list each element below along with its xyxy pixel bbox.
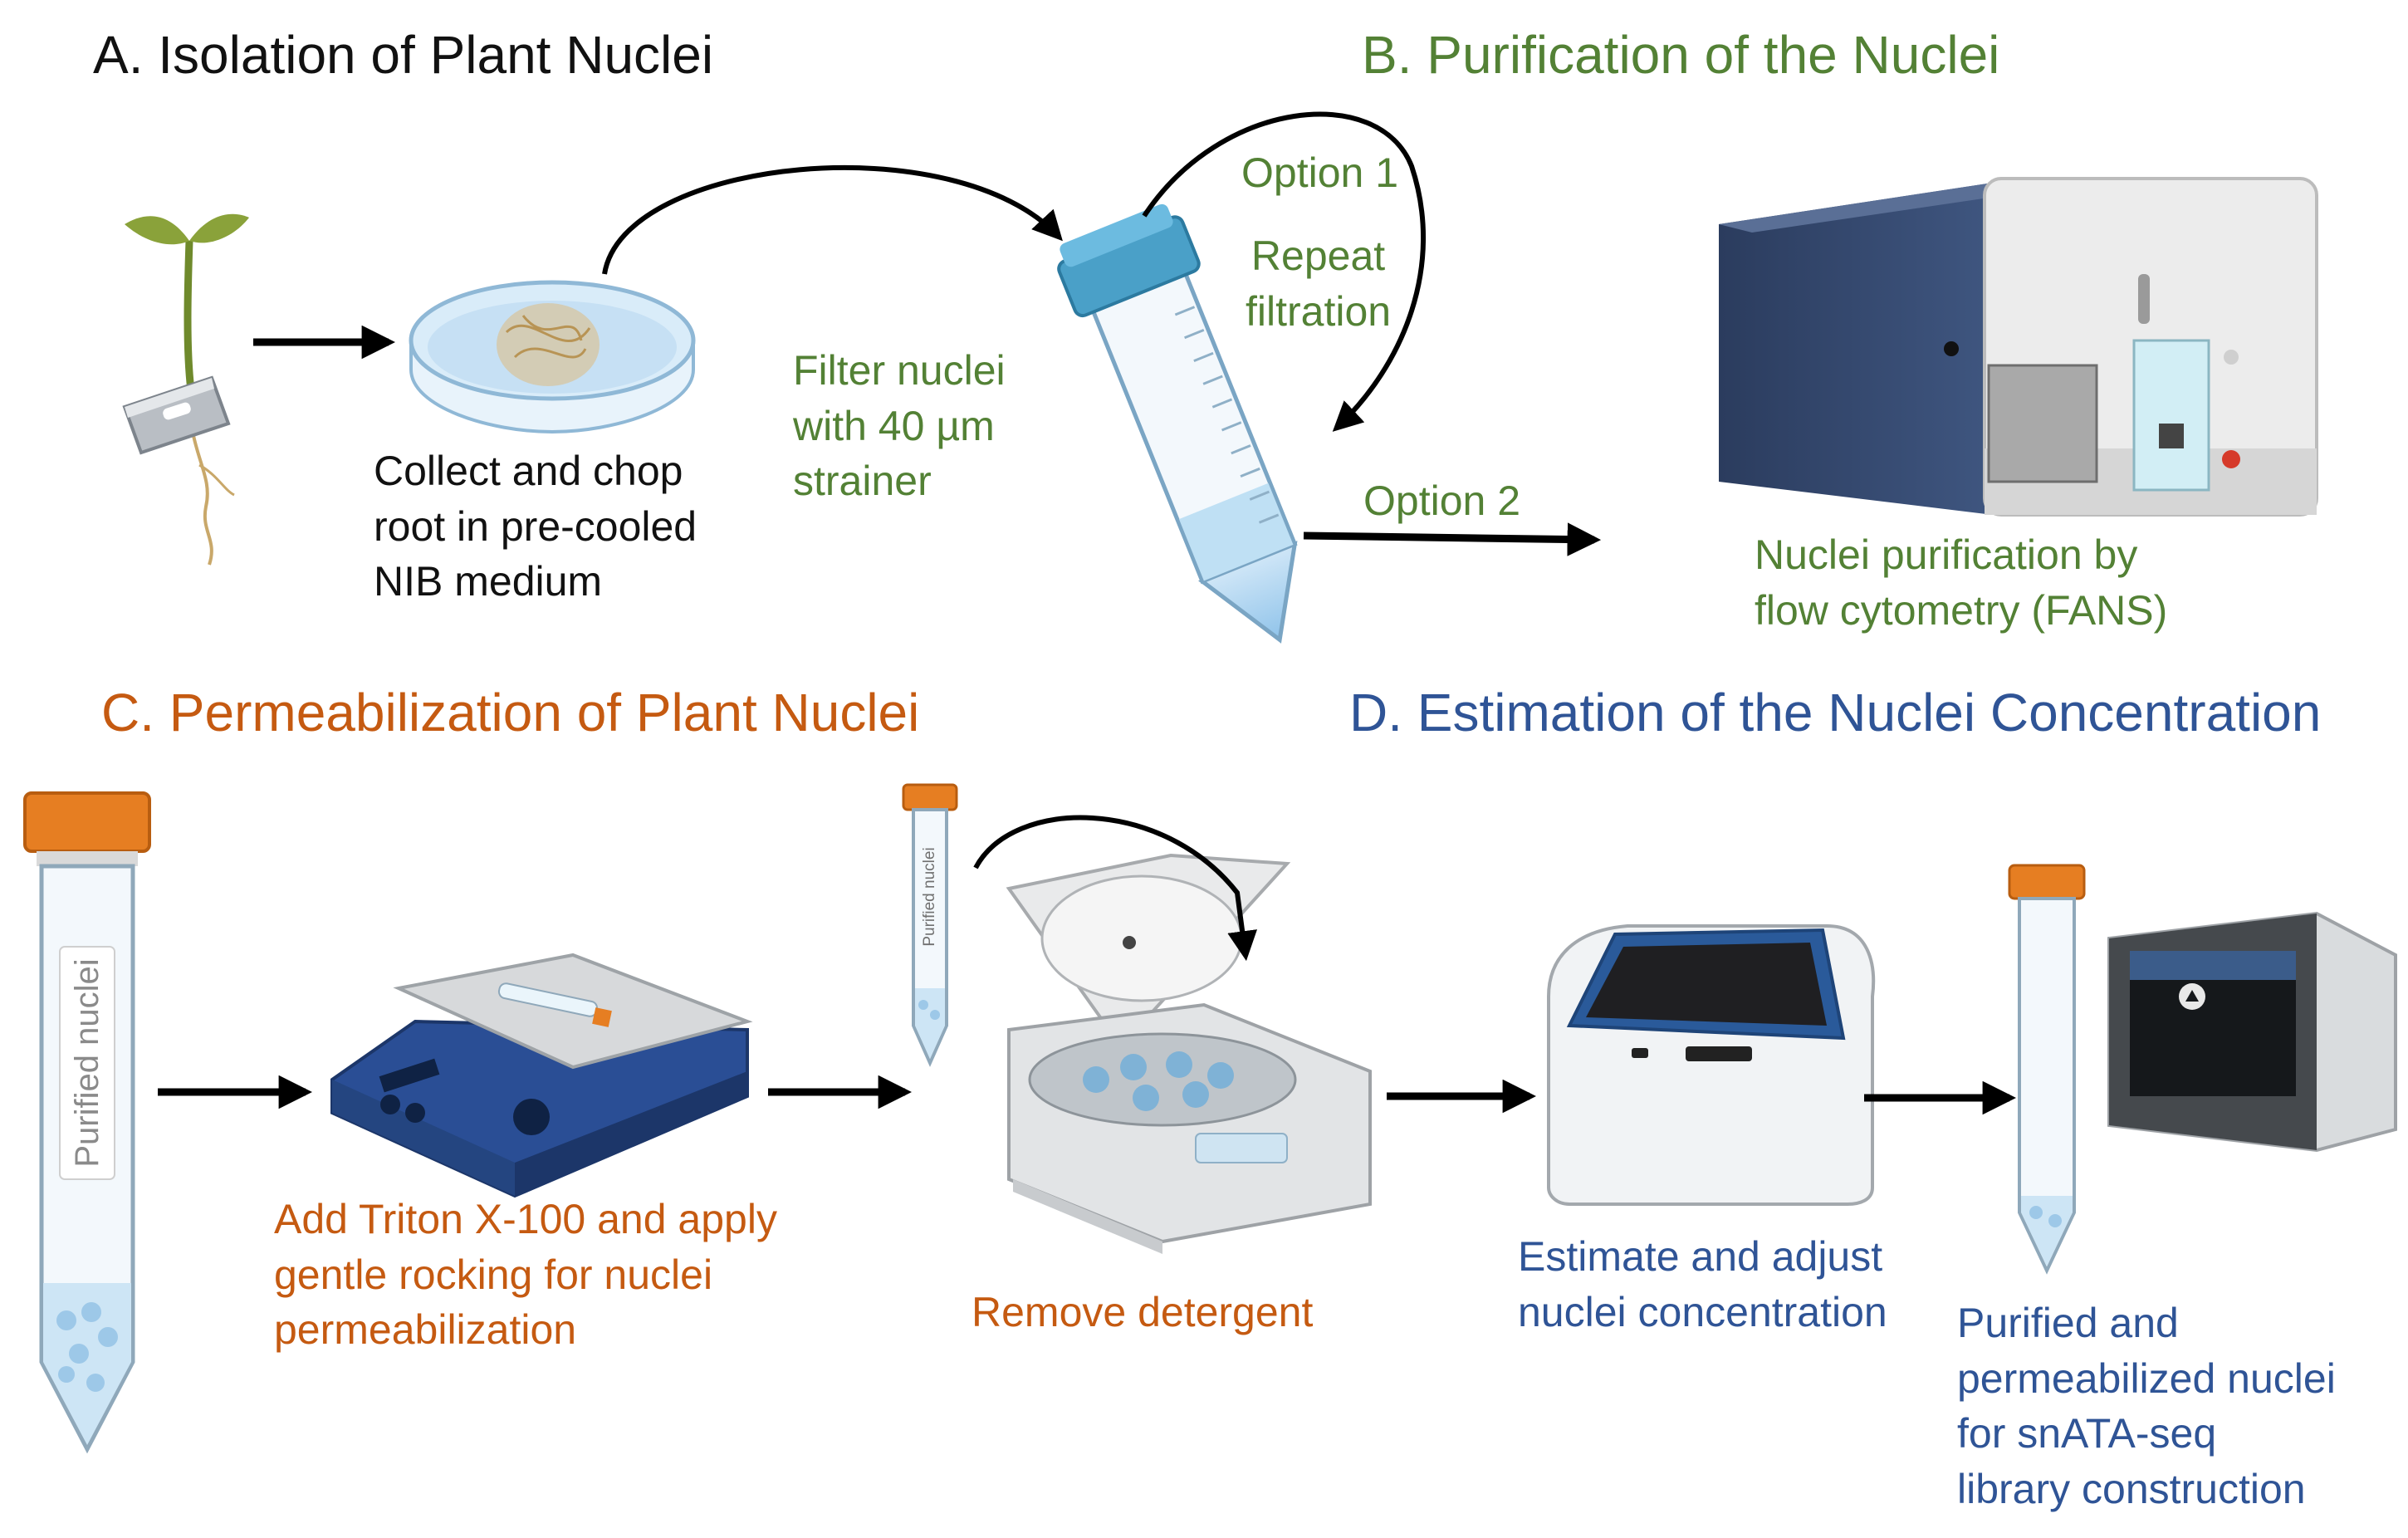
final-tube-icon <box>2008 864 2086 1275</box>
repeat-filtration-text: Repeat filtration <box>1246 233 1392 335</box>
centrifuge-icon <box>1006 853 1372 1254</box>
flow-cytometer-icon <box>1719 177 2318 517</box>
large-tube-label: Purified nuclei <box>69 958 105 1168</box>
option2-label: Option 2 <box>1363 478 1521 524</box>
seedling-icon <box>125 213 249 566</box>
rocker-shaker-icon <box>330 953 753 1198</box>
estimate-text: Estimate and adjust nuclei concentration <box>1518 1233 1887 1335</box>
final-text: Purified and permeabilized nuclei for sn… <box>1957 1300 2336 1512</box>
arrow-option1-loop <box>1142 111 1427 432</box>
small-tube-icon <box>902 783 958 1067</box>
step-chop-text: Collect and chop root in pre-cooled NIB … <box>374 448 697 605</box>
option1-label: Option 1 <box>1241 149 1399 196</box>
triton-text: Add Triton X-100 and apply gentle rockin… <box>274 1196 777 1353</box>
arrow-dish-to-tube <box>602 165 1063 275</box>
panel-d-title: D. Estimation of the Nuclei Concentratio… <box>1349 683 2322 742</box>
panel-a-title: A. Isolation of Plant Nuclei <box>93 25 714 85</box>
arrow-option2 <box>1303 522 1602 556</box>
panel-b-title: B. Purification of the Nuclei <box>1362 25 2000 85</box>
facs-text: Nuclei purification by flow cytometry (F… <box>1755 531 2168 634</box>
panel-c-title: C. Permeabilization of Plant Nuclei <box>101 683 920 742</box>
remove-detergent-text: Remove detergent <box>972 1289 1314 1335</box>
arrow-tube-into-centrifuge <box>973 815 1258 962</box>
large-tube-icon <box>23 791 151 1454</box>
sequencer-icon <box>2107 911 2397 1153</box>
petri-dish-icon <box>409 280 696 434</box>
razor-blade-icon <box>122 375 231 455</box>
small-tube-label: Purified nuclei <box>921 847 938 947</box>
cell-counter-icon <box>1547 924 1876 1206</box>
step-filter-text: Filter nuclei with 40 µm strainer <box>793 347 1006 504</box>
conical-tube-icon <box>1057 203 1298 644</box>
